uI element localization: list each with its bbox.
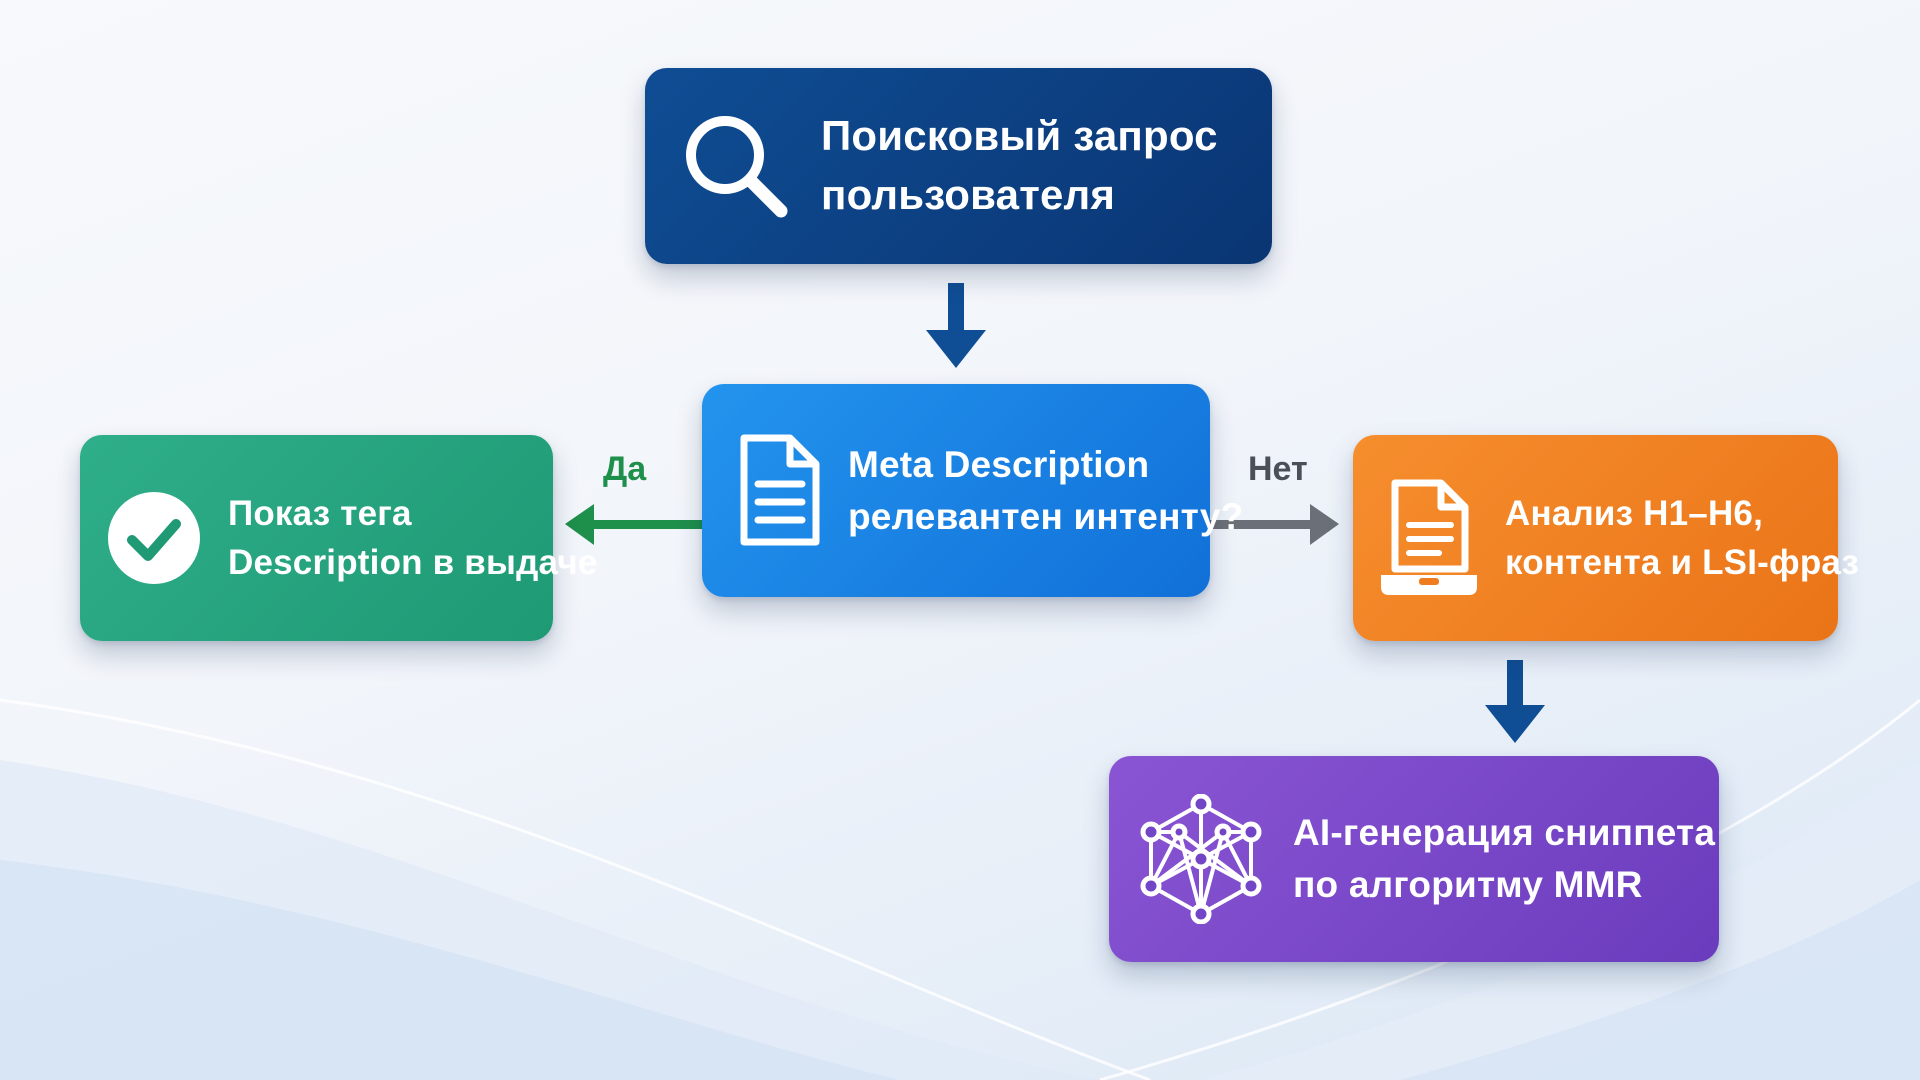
node-ai-generation-label: AI-генерация сниппета по алгоритму MMR (1293, 807, 1715, 911)
node-show-description-line1: Показ тега (228, 494, 412, 533)
node-ai-generation: AI-генерация сниппета по алгоритму MMR (1109, 756, 1719, 962)
node-search-query-line2: пользователя (821, 171, 1116, 218)
document-laptop-icon (1377, 477, 1481, 599)
node-meta-description-line1: Meta Description (848, 443, 1150, 485)
node-search-query-line1: Поисковый запрос (821, 112, 1218, 160)
node-content-analysis: Анализ H1–H6, контента и LSI-фраз (1353, 435, 1859, 641)
node-meta-description: Meta Description релевантен интенту? (702, 384, 1243, 597)
document-icon (736, 432, 822, 550)
edge-label-yes: Да (603, 450, 647, 488)
node-content-analysis-label: Анализ H1–H6, контента и LSI-фраз (1505, 489, 1859, 587)
node-show-description-label: Показ тега Description в выдаче (228, 489, 598, 587)
node-meta-description-line2: релевантен интенту? (848, 495, 1244, 537)
node-content-analysis-line1: Анализ H1–H6, (1505, 494, 1764, 533)
search-icon (681, 111, 791, 221)
node-ai-generation-line2: по алгоритму MMR (1293, 864, 1643, 905)
node-show-description-line2: Description в выдаче (228, 543, 598, 582)
node-show-description: Показ тега Description в выдаче (80, 435, 597, 641)
checkmark-icon (106, 490, 202, 586)
node-search-query: Поисковый запрос пользователя (645, 68, 1272, 264)
neural-network-icon (1139, 794, 1263, 924)
node-search-query-label: Поисковый запрос пользователя (821, 107, 1218, 225)
node-content-analysis-line2: контента и LSI-фраз (1505, 543, 1860, 582)
edge-label-no: Нет (1248, 450, 1308, 488)
node-ai-generation-line1: AI-генерация сниппета (1293, 812, 1716, 854)
node-meta-description-label: Meta Description релевантен интенту? (848, 439, 1243, 543)
